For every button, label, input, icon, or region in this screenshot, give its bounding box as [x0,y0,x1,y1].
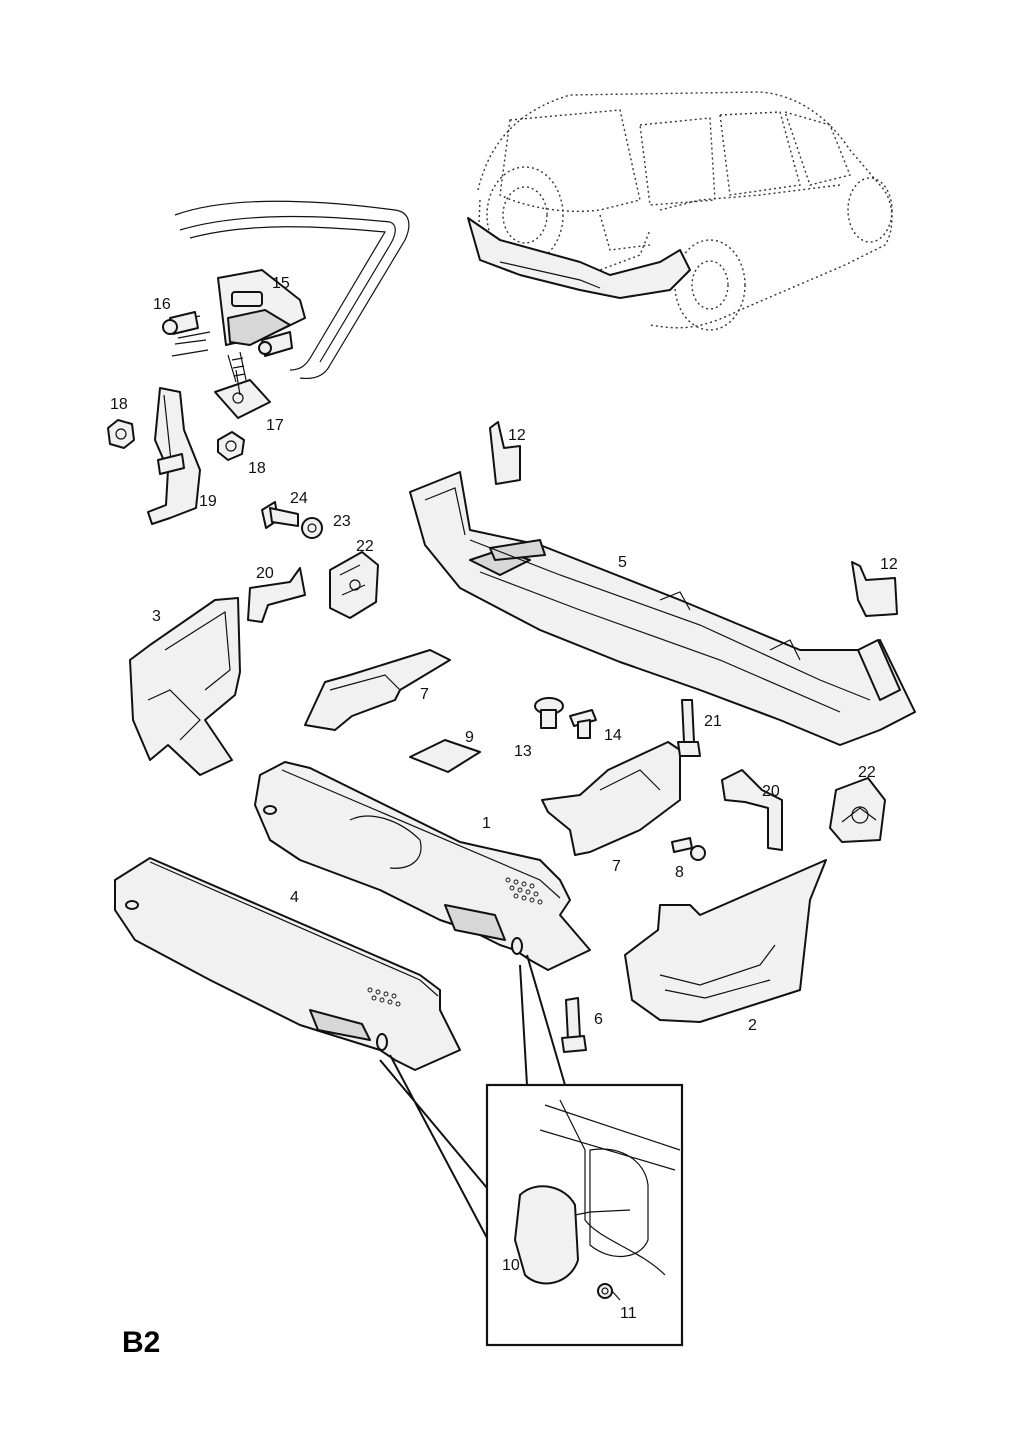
right-end-cap [624,859,827,1023]
callout-11: 11 [620,1305,637,1322]
callout-6: 6 [594,1011,603,1028]
callout-10: 10 [502,1257,520,1274]
bolt-and-washer [261,501,323,539]
callout-2: 2 [748,1017,757,1034]
support-brackets [304,649,681,856]
callout-19: 19 [199,493,217,510]
callout-18-right: 18 [248,460,266,477]
callout-20-right: 20 [762,783,780,800]
clip-brackets [489,421,898,617]
side-bracket-assembly [107,387,245,525]
callout-13: 13 [514,743,532,760]
callout-15: 15 [272,275,290,292]
upper-bracket-assembly [162,269,306,419]
bumper-reinforcement [409,471,916,746]
callout-14: 14 [604,727,622,744]
right-mount-brackets [721,769,886,851]
callout-24: 24 [290,490,308,507]
callout-3: 3 [152,608,161,625]
bolts [561,699,706,1053]
callout-22-right: 22 [858,764,876,781]
tow-hook-cover-detail [379,954,684,1347]
rear-bumper-cover [254,761,591,971]
callout-22-left: 22 [356,538,374,555]
vehicle-outline [467,91,893,331]
retaining-clips [534,697,597,739]
callout-18-left: 18 [110,396,128,413]
callout-12-right: 12 [880,556,898,573]
callout-12-upper: 12 [508,427,526,444]
callout-5: 5 [618,554,627,571]
callout-17: 17 [266,417,284,434]
callout-7-upper: 7 [420,686,429,703]
callout-7-lower: 7 [612,858,621,875]
callout-20-left: 20 [256,565,274,582]
page-code: B2 [122,1326,160,1359]
callout-8: 8 [675,864,684,881]
callout-23: 23 [333,513,351,530]
rear-door-seal [174,200,410,380]
part-callouts: 1 2 3 4 5 6 7 7 8 9 10 11 12 12 13 14 15… [110,275,898,1322]
left-mount-brackets [247,551,379,623]
callout-21: 21 [704,713,722,730]
left-end-cap [129,597,241,776]
callout-9: 9 [465,729,474,746]
callout-16: 16 [153,296,171,313]
callout-1: 1 [482,815,491,832]
callout-4: 4 [290,889,299,906]
bumper-cover-alt [114,857,461,1071]
